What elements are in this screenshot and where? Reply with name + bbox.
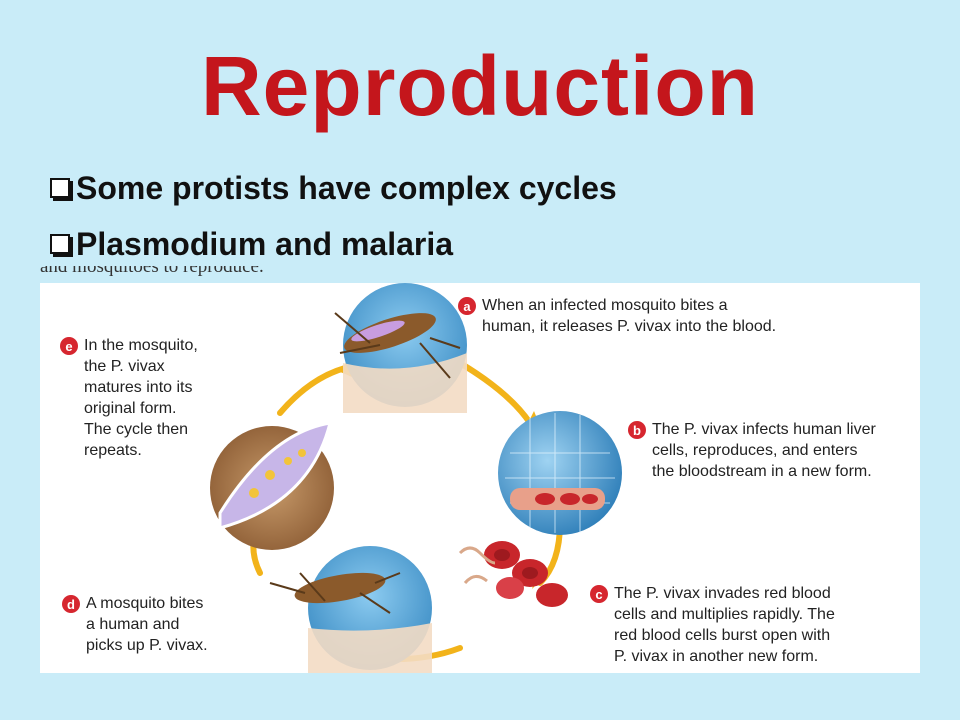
- step-text: The P. vivax invades red blood cells and…: [614, 585, 835, 665]
- step-badge: a: [458, 297, 476, 315]
- step-text: In the mosquito, the P. vivax matures in…: [84, 337, 198, 459]
- step-a: a When an infected mosquito bites a huma…: [458, 295, 776, 337]
- step-d: d A mosquito bites a human and picks up …: [62, 593, 208, 656]
- step-c: c The P. vivax invades red blood cells a…: [590, 583, 835, 667]
- bullet-item: Some protists have complex cycles: [50, 160, 617, 216]
- red-blood-cells-scene-c: [458, 541, 568, 607]
- checkbox-bullet-icon: [50, 234, 70, 254]
- step-badge: c: [590, 585, 608, 603]
- bullet-item: Plasmodium and malaria: [50, 216, 617, 272]
- step-text: When an infected mosquito bites a human,…: [482, 297, 777, 335]
- bullet-text: Some protists have complex cycles: [76, 169, 617, 206]
- cropped-caption: and mosquitoes to reproduce.: [40, 266, 264, 277]
- slide-title: Reproduction: [201, 39, 759, 133]
- mosquito-bite-scene-a: [334, 283, 467, 413]
- step-e: e In the mosquito, the P. vivax matures …: [60, 335, 198, 461]
- step-badge: e: [60, 337, 78, 355]
- malaria-life-cycle-figure: a When an infected mosquito bites a huma…: [40, 283, 920, 673]
- life-cycle-illustration: [210, 283, 622, 673]
- step-badge: b: [628, 421, 646, 439]
- mosquito-bite-scene-d: [269, 546, 432, 673]
- bullet-text: Plasmodium and malaria: [76, 225, 454, 262]
- bullet-list: Some protists have complex cycles Plasmo…: [50, 160, 617, 272]
- step-b: b The P. vivax infects human liver cells…: [628, 419, 876, 482]
- step-badge: d: [62, 595, 80, 613]
- liver-cells-scene-b: [498, 411, 622, 535]
- step-text: The P. vivax infects human liver cells, …: [652, 421, 876, 480]
- step-text: A mosquito bites a human and picks up P.…: [86, 595, 208, 654]
- checkbox-bullet-icon: [50, 178, 70, 198]
- mosquito-gut-scene-e: [210, 421, 334, 550]
